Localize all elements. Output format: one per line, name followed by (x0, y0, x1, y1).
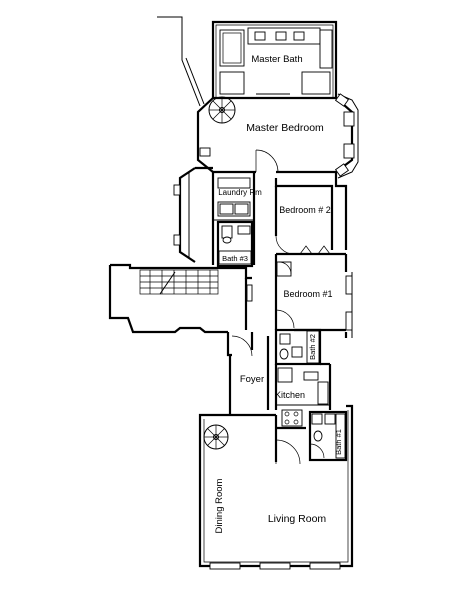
bath-2-area: Bath #2 (274, 328, 322, 366)
room-label-kitchen: Kitchen (275, 390, 305, 400)
room-label-laundry-rm: Laundry Rm (218, 188, 262, 197)
room-label-bath-2: Bath #2 (308, 334, 317, 360)
foyer-area: Foyer (226, 332, 270, 415)
bedroom-1-area: Bedroom #1 (274, 254, 353, 338)
master-bedroom-area: Master Bedroom (196, 93, 359, 179)
room-label-bath-3: Bath #3 (222, 254, 248, 263)
living-dining-area: Dining Room Living Room (198, 404, 354, 570)
room-label-living-room: Living Room (268, 513, 327, 525)
room-label-dining-room: Dining Room (214, 478, 225, 533)
spiral-staircase-lower (203, 424, 229, 450)
left-wing-structure (173, 166, 213, 263)
exterior-boundary-line (157, 16, 201, 107)
bath-3-area: Bath #3 (216, 220, 254, 268)
room-label-bedroom-2: Bedroom # 2 (279, 205, 331, 215)
spiral-staircase-upper (208, 96, 236, 124)
room-label-bath-1: Bath #1 (334, 429, 343, 455)
kitchen-area: Kitchen (274, 362, 332, 430)
bath-1-area: Bath #1 (308, 410, 348, 462)
laundry-room-area: Laundry Rm (211, 172, 262, 265)
master-bath-area: Master Bath (211, 20, 338, 99)
kitchen-living-door (275, 439, 301, 465)
bedroom-2-area: Bedroom # 2 (274, 172, 348, 256)
room-label-master-bath: Master Bath (251, 54, 302, 65)
main-staircase (108, 263, 253, 334)
room-label-foyer: Foyer (240, 374, 264, 385)
room-label-master-bedroom: Master Bedroom (246, 122, 324, 134)
room-label-bedroom-1: Bedroom #1 (283, 289, 332, 299)
